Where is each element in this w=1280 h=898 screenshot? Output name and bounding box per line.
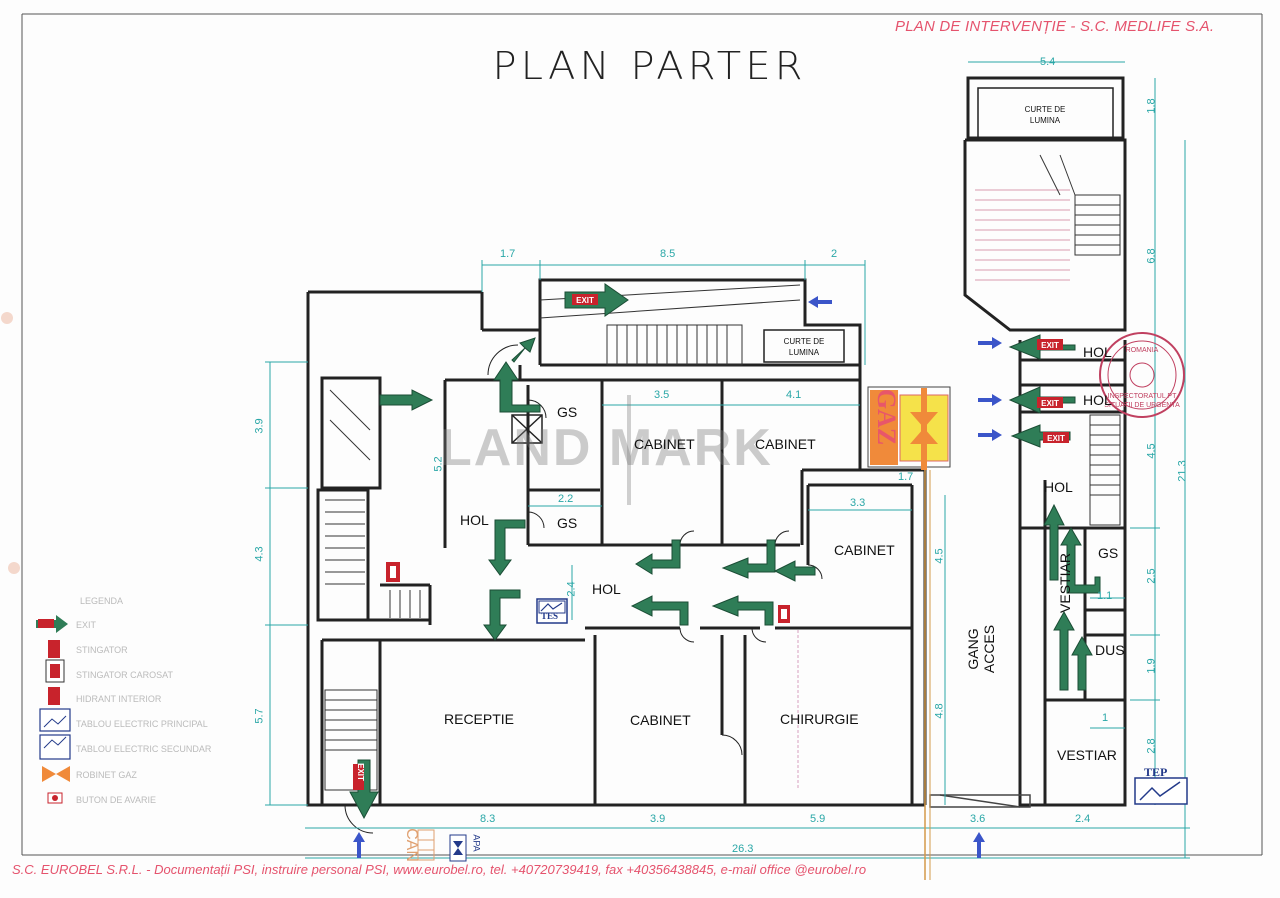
dim-mid-22: 2.2 — [558, 493, 574, 505]
dim-r-213: 21.3 — [1176, 460, 1189, 482]
room-receptie: RECEPTIE — [444, 711, 515, 727]
water-valve-icon — [449, 834, 467, 862]
tes-label: TES — [541, 611, 559, 621]
dim-v-57: 5.7 — [253, 708, 266, 724]
dim-r-68: 6.8 — [1145, 248, 1158, 264]
fire-extinguisher-icon — [386, 562, 790, 623]
legend-item-robinet-gaz: ROBINET GAZ — [76, 770, 137, 780]
room-hol-5: HOL — [1044, 479, 1073, 495]
room-hol-1: HOL — [460, 512, 489, 528]
dim-r-25: 2.5 — [1145, 568, 1158, 584]
exit-sign-right-2: EXIT — [1041, 399, 1059, 408]
plan-title: PLAN PARTER — [492, 44, 807, 88]
header-title: PLAN DE INTERVENȚIE - S.C. MEDLIFE S.A. — [895, 18, 1215, 35]
footer-text: S.C. EUROBEL S.R.L. - Documentații PSI, … — [12, 862, 867, 877]
watermark: LAND MARK — [440, 419, 773, 477]
exit-sign-right-3: EXIT — [1047, 434, 1065, 443]
dim-right-11: 1.1 — [1097, 590, 1113, 602]
dim-bot-24: 2.4 — [1075, 813, 1091, 825]
water-label: APA — [471, 834, 482, 852]
room-chirurgie: CHIRURGIE — [780, 711, 859, 727]
dim-bot-263: 26.3 — [732, 843, 754, 855]
dim-bot-39: 3.9 — [650, 813, 666, 825]
legend-item-exit: EXIT — [76, 620, 97, 630]
sewer-icon — [417, 829, 435, 861]
dim-r-18: 1.8 — [1145, 98, 1158, 114]
dim-bot-83: 8.3 — [480, 813, 496, 825]
dim-mid-33: 3.3 — [850, 497, 866, 509]
room-gs-3: GS — [1098, 545, 1119, 561]
gas-label: GAZ — [872, 388, 902, 446]
dim-mid-17b: 1.7 — [898, 471, 914, 483]
legend-title: LEGENDA — [80, 596, 124, 606]
tes-panel-icon — [536, 598, 568, 624]
room-cabinet-1: CABINET — [634, 436, 695, 452]
room-cabinet-3: CABINET — [834, 542, 895, 558]
gas-valve-icon — [867, 386, 951, 470]
room-hol-2: HOL — [592, 581, 621, 597]
legend-item-stingator: STINGATOR — [76, 645, 128, 655]
sewer-label: CAN — [402, 828, 420, 862]
room-cabinet-2: CABINET — [755, 436, 816, 452]
legend-item-tes: TABLOU ELECTRIC SECUNDAR — [76, 744, 212, 754]
dim-v-52: 5.2 — [432, 456, 445, 472]
exit-sign-top: EXIT — [576, 296, 594, 305]
exit-sign-right-1: EXIT — [1041, 341, 1059, 350]
room-vestiar-1: VESTIAR — [1057, 553, 1073, 613]
room-gs-2: GS — [557, 515, 578, 531]
dim-bot-36: 3.6 — [970, 813, 986, 825]
dim-r-19: 1.9 — [1145, 658, 1158, 674]
svg-text:SITUATII DE URGENTA: SITUATII DE URGENTA — [1104, 402, 1180, 409]
svg-text:ROMANIA: ROMANIA — [1126, 347, 1159, 354]
room-hol-4: HOL — [1083, 392, 1112, 408]
dim-top-17: 1.7 — [500, 248, 516, 260]
dim-v-48: 4.8 — [933, 703, 946, 719]
official-stamp: ROMANIA INSPECTORATUL PT SITUATII DE URG… — [1099, 332, 1185, 418]
dim-v-24: 2.4 — [565, 581, 578, 597]
legend-item-stingator-carosat: STINGATOR CAROSAT — [76, 670, 174, 680]
room-vestiar-2: VESTIAR — [1057, 747, 1117, 763]
dim-bot-59: 5.9 — [810, 813, 826, 825]
room-gang-acces: GANG ACCES — [965, 624, 997, 674]
legend-icons — [36, 615, 71, 804]
legend-item-hidrant: HIDRANT INTERIOR — [76, 694, 162, 704]
room-gs-1: GS — [557, 404, 578, 420]
dim-r-28: 2.8 — [1145, 738, 1158, 754]
dim-right-54: 5.4 — [1040, 56, 1056, 68]
tep-label: TEP — [1144, 765, 1168, 779]
tep-panel-icon — [1134, 777, 1188, 805]
dim-v-45: 4.5 — [933, 548, 946, 564]
room-dus: DUS — [1095, 642, 1125, 658]
dim-right-1: 1 — [1102, 712, 1109, 724]
legend-item-buton-avarie: BUTON DE AVARIE — [76, 795, 157, 805]
dim-mid-41: 4.1 — [786, 389, 802, 401]
room-cabinet-4: CABINET — [630, 712, 691, 728]
dim-r-45: 4.5 — [1145, 443, 1158, 459]
dim-v-39: 3.9 — [253, 418, 266, 434]
dim-top-85: 8.5 — [660, 248, 676, 260]
legend-item-tep: TABLOU ELECTRIC PRINCIPAL — [76, 719, 208, 729]
svg-text:INSPECTORATUL PT: INSPECTORATUL PT — [1108, 393, 1177, 400]
dim-mid-35: 3.5 — [654, 389, 670, 401]
dim-v-43: 4.3 — [253, 546, 266, 562]
dim-top-2: 2 — [831, 248, 838, 260]
exit-sign-bottom: EXIT — [356, 763, 365, 781]
room-hol-3: HOL — [1083, 344, 1112, 360]
